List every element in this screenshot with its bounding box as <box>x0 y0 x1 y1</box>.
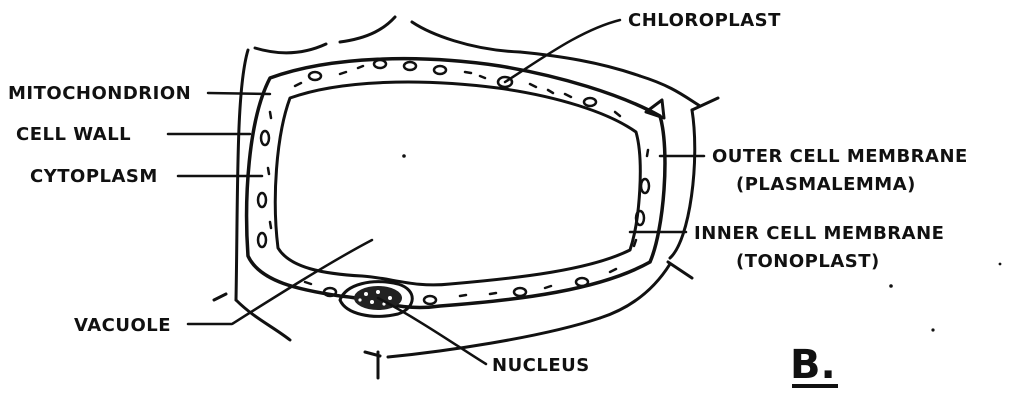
mitochondrion-shape <box>309 72 321 80</box>
mitochondrion-shape <box>514 288 526 296</box>
vacuole-label: VACUOLE <box>74 315 171 336</box>
mitochondrion-shape <box>258 193 266 207</box>
mitochondrion-label: MITOCHONDRION <box>8 83 191 104</box>
mitochondrion-shape <box>434 66 446 74</box>
cytoplasm-granules <box>268 66 648 296</box>
mitochondrion-shape <box>641 179 649 193</box>
mitochondrion-shape <box>261 131 269 145</box>
mitochondrion-shape <box>584 98 596 106</box>
nucleus-label: NUCLEUS <box>492 355 590 376</box>
inner-membrane-sublabel: (TONOPLAST) <box>736 251 880 272</box>
inner-membrane-label: INNER CELL MEMBRANE <box>694 223 944 244</box>
inner-cell-membrane <box>275 82 640 285</box>
outer-membrane-label: OUTER CELL MEMBRANE <box>712 146 968 167</box>
mitochondrion-shape <box>258 233 266 247</box>
mitochondrion-shape <box>424 296 436 304</box>
outer-membrane-sublabel: (PLASMALEMMA) <box>736 174 916 195</box>
mitochondrion-shape <box>404 62 416 70</box>
cytoplasm-label: CYTOPLASM <box>30 166 158 187</box>
chloroplast-label: CHLOROPLAST <box>628 10 781 31</box>
cytoplasm-organelles <box>258 60 649 304</box>
mitochondrion-shape <box>636 211 644 225</box>
outer-cell-membrane <box>247 59 665 308</box>
mitochondrion-shape <box>576 278 588 286</box>
mitochondrion-leader <box>208 93 270 94</box>
mitochondrion-shape <box>374 60 386 68</box>
cell-wall-label: CELL WALL <box>16 124 131 145</box>
figure-label: B. <box>790 342 836 388</box>
